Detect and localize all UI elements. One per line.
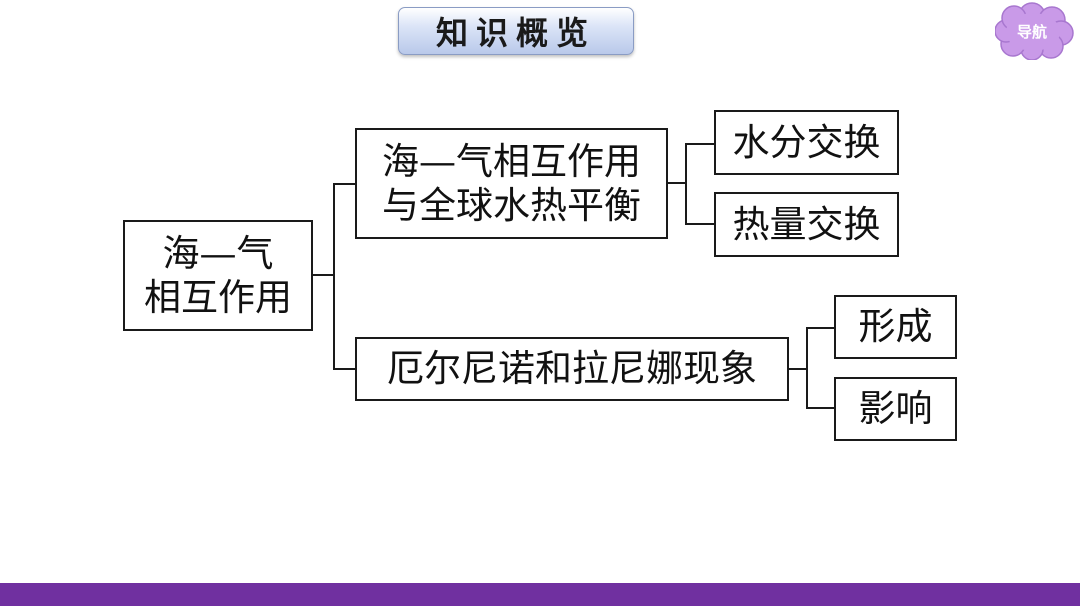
root-node-line2: 相互作用 xyxy=(144,275,292,319)
formation-node: 形成 xyxy=(834,295,957,359)
connector-to-branch1 xyxy=(333,183,357,185)
connector-to-impact xyxy=(806,407,836,409)
connector-to-water xyxy=(685,143,716,145)
connector-root-vertical xyxy=(333,183,335,370)
connector-branch2-out xyxy=(787,368,807,370)
root-node: 海—气 相互作用 xyxy=(123,220,313,331)
branch1-node-line2: 与全球水热平衡 xyxy=(382,183,641,227)
connector-branch1-vertical xyxy=(685,143,687,225)
connector-branch2-vertical xyxy=(806,327,808,409)
branch1-node-line1: 海—气相互作用 xyxy=(382,139,641,183)
branch2-node: 厄尔尼诺和拉尼娜现象 xyxy=(355,337,789,401)
connector-to-formation xyxy=(806,327,836,329)
impact-node: 影响 xyxy=(834,377,957,441)
branch1-node: 海—气相互作用 与全球水热平衡 xyxy=(355,128,668,239)
root-node-line1: 海—气 xyxy=(162,231,274,275)
water-exchange-node: 水分交换 xyxy=(714,110,899,175)
cloud-icon xyxy=(995,2,1074,60)
connector-to-branch2 xyxy=(333,368,357,370)
connector-branch1-out xyxy=(666,182,686,184)
connector-root-out xyxy=(311,274,334,276)
page-title: 知识概览 xyxy=(398,7,634,55)
connector-to-heat xyxy=(685,223,716,225)
nav-button[interactable]: 导航 xyxy=(995,2,1080,60)
footer-bar xyxy=(0,583,1080,606)
nav-label: 导航 xyxy=(1016,22,1047,41)
heat-exchange-node: 热量交换 xyxy=(714,192,899,257)
